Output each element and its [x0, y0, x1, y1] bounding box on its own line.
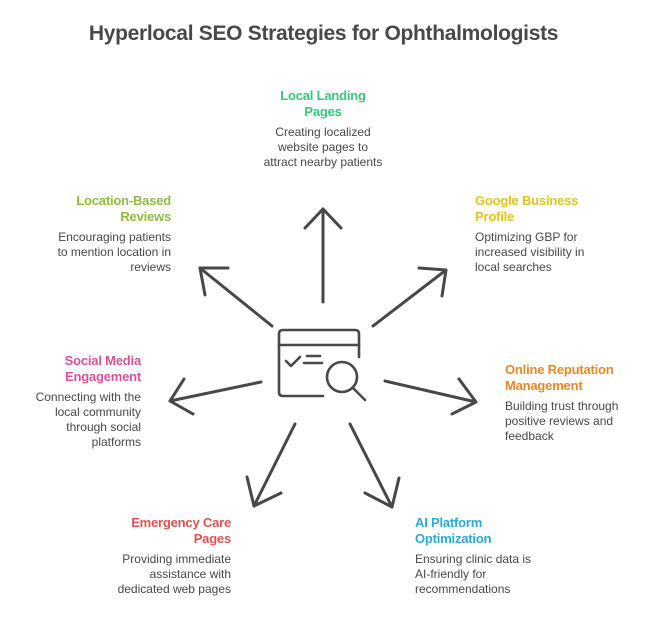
node-title-line: Social Media	[64, 353, 142, 368]
node-title-line: Local Landing	[280, 88, 366, 103]
node-description: Ensuring clinic data is AI-friendly for …	[415, 552, 565, 597]
node-description-line: platforms	[91, 435, 141, 449]
node-description-line: local community	[54, 405, 141, 419]
node-title-line: Optimization	[415, 531, 492, 546]
node-description-line: Building trust through	[505, 399, 619, 413]
arrow-up-right-icon	[371, 266, 448, 328]
node-title: Social Media Engagement	[0, 353, 142, 385]
node-description: Encouraging patients to mention location…	[21, 230, 171, 275]
node-online-reputation-management: Online Reputation Management Building tr…	[505, 362, 647, 444]
diagram-title: Hyperlocal SEO Strategies for Ophthalmol…	[88, 22, 559, 45]
node-description-line: AI-friendly for	[415, 567, 487, 581]
arrow-right-icon	[383, 377, 478, 416]
node-description-line: Creating localized	[275, 125, 371, 139]
node-description-line: Ensuring clinic data is	[415, 552, 532, 566]
arrow-down-left-icon	[245, 422, 297, 508]
node-title: Google Business Profile	[475, 193, 625, 225]
node-local-landing-pages: Local Landing Pages Creating localized w…	[248, 88, 398, 170]
webpage-search-icon	[277, 328, 367, 402]
node-description: Creating localized website pages to attr…	[248, 125, 398, 170]
node-title-line: Engagement	[64, 369, 141, 384]
node-google-business-profile: Google Business Profile Optimizing GBP f…	[475, 193, 625, 275]
arrow-up-icon	[303, 207, 343, 304]
node-description-line: website pages to	[277, 140, 369, 154]
arrow-down-right-icon	[348, 422, 401, 509]
node-description-line: dedicated web pages	[117, 582, 231, 596]
node-description-line: attract nearby patients	[263, 155, 383, 169]
node-description-line: local searches	[475, 260, 552, 274]
node-title-line: AI Platform	[415, 515, 483, 530]
node-title: Online Reputation Management	[505, 362, 647, 394]
node-location-based-reviews: Location-Based Reviews Encouraging patie…	[21, 193, 172, 275]
node-description: Optimizing GBP for increased visibility …	[475, 230, 625, 275]
node-title: Local Landing Pages	[248, 88, 398, 120]
node-description: Connecting with the local community thro…	[0, 390, 141, 450]
node-title-line: Location-Based	[76, 193, 171, 208]
node-title-line: Emergency Care	[131, 515, 231, 530]
node-description-line: reviews	[130, 260, 171, 274]
node-emergency-care-pages: Emergency Care Pages Providing immediate…	[81, 515, 232, 597]
node-description-line: through social	[66, 420, 141, 434]
node-description-line: Connecting with the	[35, 390, 141, 404]
node-description: Providing immediate assistance with dedi…	[81, 552, 231, 597]
node-description-line: Providing immediate	[122, 552, 231, 566]
arrow-up-left-icon	[198, 266, 274, 328]
node-description-line: positive reviews and	[505, 414, 614, 428]
node-description-line: increased visibility in	[475, 245, 585, 259]
node-title-line: Management	[505, 378, 583, 393]
node-ai-platform-optimization: AI Platform Optimization Ensuring clinic…	[415, 515, 565, 597]
node-description-line: recommendations	[415, 582, 511, 596]
node-description-line: feedback	[505, 429, 554, 443]
node-description-line: to mention location in	[57, 245, 171, 259]
node-title-line: Pages	[304, 104, 342, 119]
node-title: Location-Based Reviews	[21, 193, 171, 225]
node-social-media-engagement: Social Media Engagement Connecting with …	[0, 353, 142, 450]
node-description-line: Optimizing GBP for	[475, 230, 578, 244]
node-title: Emergency Care Pages	[81, 515, 231, 547]
arrow-left-icon	[168, 377, 263, 416]
node-description-line: assistance with	[149, 567, 231, 581]
node-description: Building trust through positive reviews …	[505, 399, 647, 444]
node-title-line: Profile	[475, 209, 515, 224]
node-description-line: Encouraging patients	[58, 230, 171, 244]
node-title-line: Online Reputation	[505, 362, 614, 377]
node-title: AI Platform Optimization	[415, 515, 565, 547]
node-title-line: Google Business	[475, 193, 579, 208]
node-title-line: Pages	[193, 531, 232, 546]
node-title-line: Reviews	[120, 209, 171, 224]
